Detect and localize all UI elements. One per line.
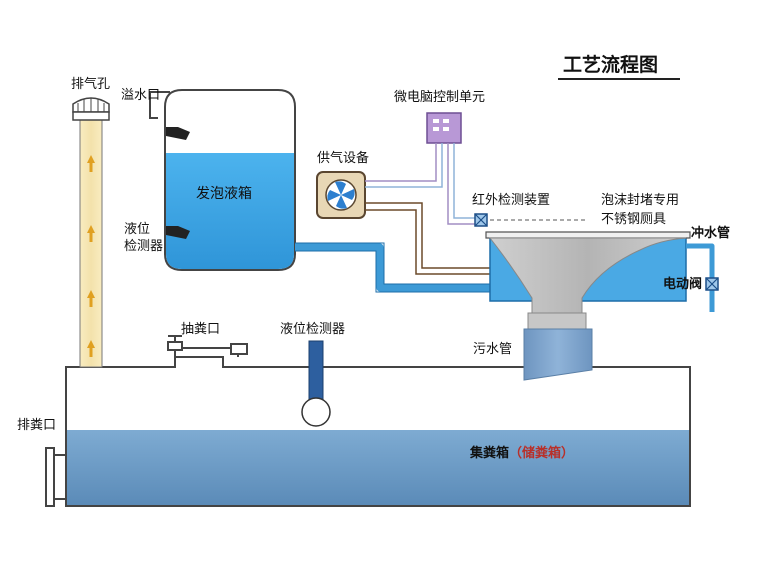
sewage-pipe [523,328,593,381]
collection-box [65,356,691,507]
suction-port-label: 抽粪口 [181,322,221,337]
tank-level-sensor [166,226,190,239]
control-unit [426,112,462,144]
exhaust-hole-label: 排气孔 [71,77,111,92]
box-level-sensor-label: 液位检测器 [280,322,346,337]
toilet-label-line1: 泡沫封堵专用 [601,193,680,208]
title-underline [558,78,680,80]
overflow-sensor [166,127,190,140]
discharge-port [45,447,67,507]
toilet-label-line2: 不锈钢厕具 [601,212,667,227]
exhaust-pipe [72,97,110,368]
up-arrow-icon [87,155,95,357]
foam-pipe [295,243,490,292]
discharge-port-label: 排粪口 [17,418,57,433]
sewage-level [67,430,689,505]
electric-valve-label: 电动阀 [663,277,703,292]
air-supply-unit [316,171,366,219]
control-unit-label: 微电脑控制单元 [394,90,486,105]
infrared-sensor [474,213,585,227]
box-level-sensor [301,340,331,427]
flush-pipe-label: 冲水管 [691,226,731,241]
sewage-pipe-label: 污水管 [473,342,513,357]
foam-tank [149,89,296,271]
collection-box-label: 集粪箱（储粪箱） [470,446,574,462]
suction-port-pipe [167,335,248,357]
tank-level-sensor-label-line1: 液位 [124,222,151,237]
air-pipe [365,202,490,275]
foam-pipe-outline [295,242,490,293]
diagram-title: 工艺流程图 [563,54,659,76]
tank-level-sensor-label-line2: 检测器 [124,239,164,254]
air-supply-label: 供气设备 [317,151,370,166]
collection-box-label-paren: （储粪箱） [509,446,575,461]
electric-valve [705,277,719,291]
foam-tank-label: 发泡液箱 [196,186,252,202]
control-wires [365,143,475,225]
overflow-port-label: 溢水口 [121,88,161,103]
toilet [485,231,691,330]
fan-icon [327,181,355,209]
infrared-sensor-label: 红外检测装置 [472,193,551,208]
collection-box-label-main: 集粪箱 [470,446,510,461]
